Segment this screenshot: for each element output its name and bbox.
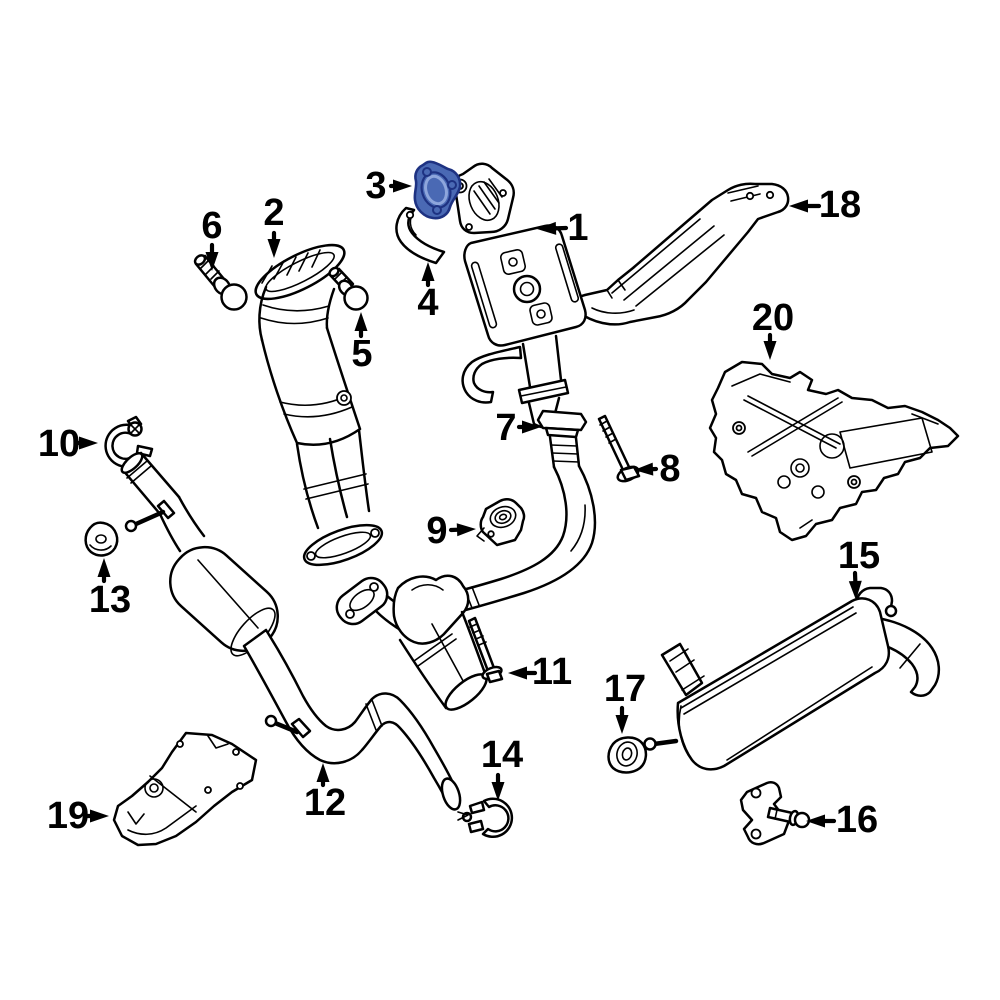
part-19-heat-shield bbox=[112, 731, 258, 847]
callout-arrow-head bbox=[90, 809, 109, 823]
callout-number-2: 2 bbox=[263, 192, 284, 234]
callout-arrow-head bbox=[354, 312, 368, 331]
part-12-mid-pipe-resonator bbox=[120, 451, 462, 811]
part-20-skid-plate bbox=[708, 360, 960, 542]
part-8-bolt bbox=[597, 414, 641, 483]
callout-number-20: 20 bbox=[752, 297, 794, 339]
callout-14: 14 bbox=[481, 734, 523, 801]
callout-number-9: 9 bbox=[426, 510, 447, 552]
callout-arrow-head bbox=[763, 341, 777, 360]
callout-13: 13 bbox=[89, 558, 131, 621]
callout-11: 11 bbox=[508, 651, 572, 693]
part-13-insulator bbox=[84, 521, 119, 557]
callout-18: 18 bbox=[789, 184, 861, 226]
callout-arrow-head bbox=[491, 782, 505, 801]
callout-number-3: 3 bbox=[365, 165, 386, 207]
callout-arrow-head bbox=[393, 179, 412, 193]
part-4-bracket bbox=[395, 206, 446, 265]
callout-number-5: 5 bbox=[351, 333, 372, 375]
part-12-y-junction bbox=[335, 574, 488, 711]
part-5-bolt bbox=[328, 266, 369, 311]
callout-arrow-head bbox=[537, 221, 557, 235]
callout-arrow-head bbox=[97, 558, 111, 577]
callout-arrow-head bbox=[421, 262, 435, 281]
part-11-bolt bbox=[467, 616, 504, 684]
callout-arrow-head bbox=[522, 420, 541, 434]
part-17-insulator bbox=[607, 736, 648, 774]
callout-16: 16 bbox=[806, 799, 878, 841]
callout-7: 7 bbox=[495, 407, 541, 449]
part-16-hanger-bracket bbox=[739, 780, 811, 846]
callout-arrow-head bbox=[848, 580, 862, 600]
callout-9: 9 bbox=[426, 510, 476, 552]
part-1-catalytic-converter bbox=[452, 162, 587, 429]
callout-number-10: 10 bbox=[38, 423, 80, 465]
callout-number-8: 8 bbox=[659, 448, 680, 490]
callout-number-13: 13 bbox=[89, 579, 131, 621]
callout-3: 3 bbox=[365, 165, 412, 207]
callout-arrow-head bbox=[267, 239, 281, 258]
callout-arrow-head bbox=[316, 763, 330, 782]
callout-arrow-head bbox=[615, 715, 629, 734]
callout-number-1: 1 bbox=[567, 207, 588, 249]
callout-number-12: 12 bbox=[304, 782, 346, 824]
callout-10: 10 bbox=[38, 423, 98, 465]
callout-number-15: 15 bbox=[838, 535, 880, 577]
callout-6: 6 bbox=[201, 205, 223, 271]
callout-12: 12 bbox=[304, 763, 346, 824]
callout-20: 20 bbox=[752, 297, 794, 360]
callout-arrow-head bbox=[634, 462, 654, 476]
callout-number-7: 7 bbox=[495, 407, 516, 449]
callout-arrow-head bbox=[806, 814, 825, 828]
part-14-clamp bbox=[457, 797, 514, 839]
callout-arrow-head bbox=[79, 436, 98, 450]
callout-number-18: 18 bbox=[819, 184, 861, 226]
callout-arrow-head bbox=[789, 199, 808, 213]
callout-4: 4 bbox=[417, 262, 439, 324]
callout-arrow-head bbox=[508, 666, 527, 680]
callout-number-11: 11 bbox=[532, 651, 572, 693]
callout-5: 5 bbox=[351, 312, 373, 375]
part-3-gasket-highlighted bbox=[413, 160, 462, 220]
part-18-heat-shield bbox=[573, 182, 790, 326]
part-9-insulator bbox=[476, 498, 526, 547]
callout-1: 1 bbox=[537, 207, 589, 249]
callout-19: 19 bbox=[47, 795, 109, 837]
callout-number-14: 14 bbox=[481, 734, 523, 776]
part-2-catalytic-converter bbox=[254, 243, 384, 567]
callout-15: 15 bbox=[838, 535, 880, 600]
callout-number-16: 16 bbox=[836, 799, 878, 841]
callout-number-6: 6 bbox=[201, 205, 222, 247]
callout-arrow-head bbox=[205, 252, 219, 271]
callout-number-19: 19 bbox=[47, 795, 89, 837]
part-6-bolt bbox=[193, 254, 248, 311]
part-15-muffler bbox=[643, 586, 941, 771]
callout-2: 2 bbox=[263, 192, 285, 258]
callout-arrow-head bbox=[456, 523, 476, 537]
callout-number-4: 4 bbox=[417, 282, 438, 324]
callout-17: 17 bbox=[604, 668, 646, 734]
callout-number-17: 17 bbox=[604, 668, 646, 710]
callout-8: 8 bbox=[634, 448, 681, 490]
